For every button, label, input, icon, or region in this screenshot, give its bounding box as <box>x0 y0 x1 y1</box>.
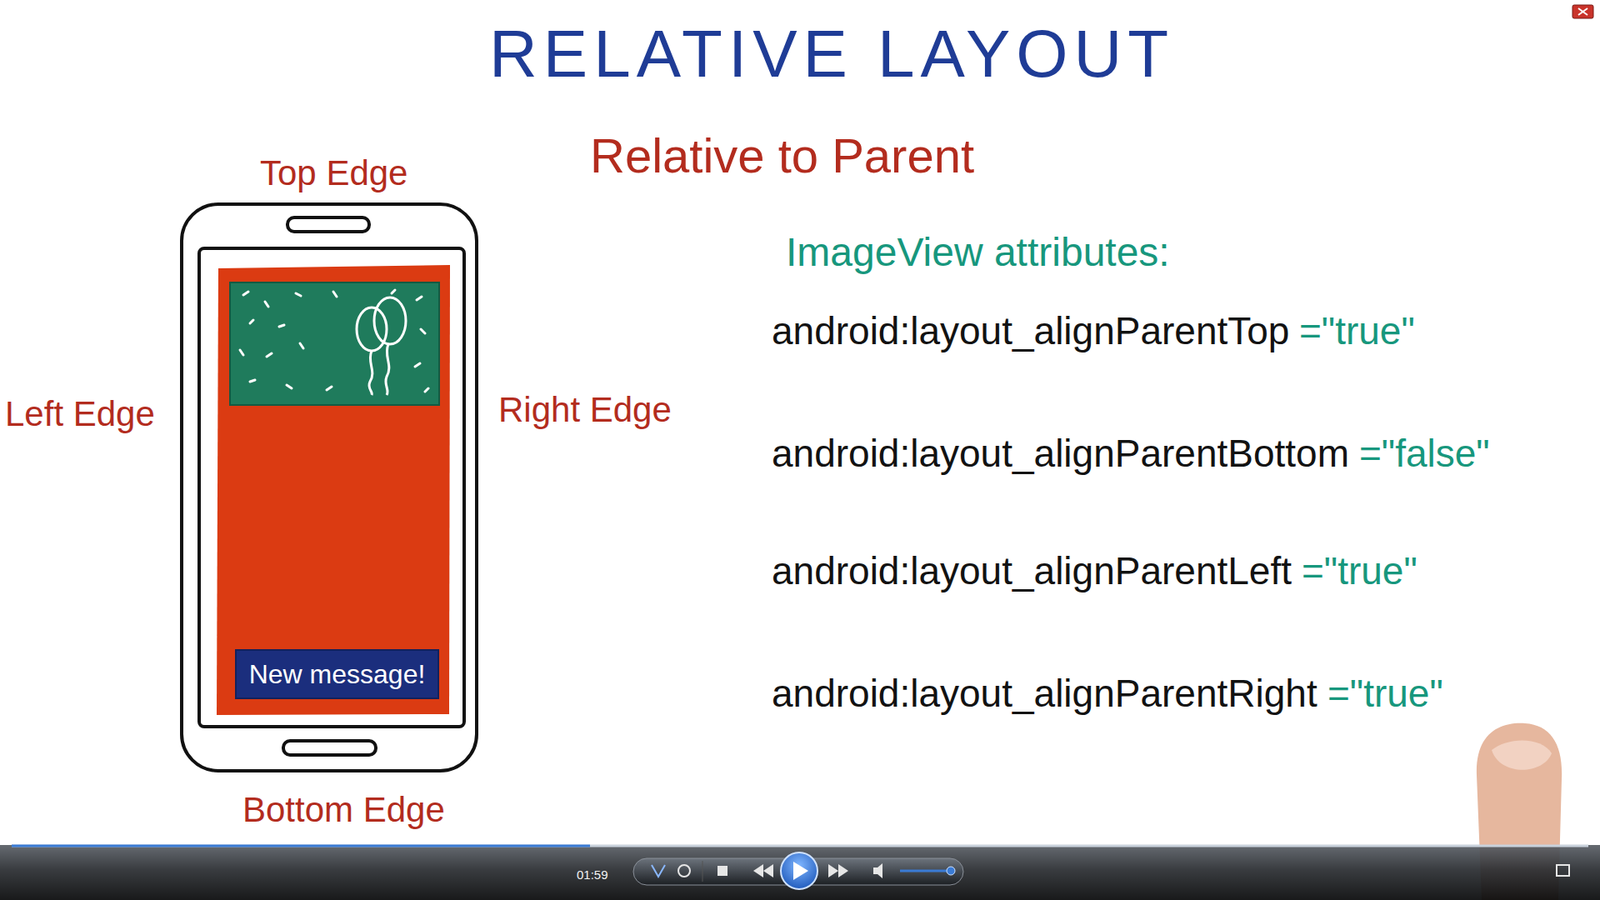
attribute-value: ="true" <box>1299 308 1415 355</box>
confetti-mark <box>391 290 395 294</box>
forward-icon <box>828 864 849 878</box>
confetti-mark <box>415 363 420 367</box>
notification-banner: New message! <box>235 649 440 700</box>
confetti-mark <box>286 385 292 389</box>
confetti-mark <box>295 293 301 296</box>
confetti-mark <box>266 353 272 357</box>
fullscreen-icon <box>1556 865 1570 876</box>
edge-label: Left Edge <box>5 393 155 435</box>
phone-body <box>181 204 477 771</box>
confetti <box>240 290 429 392</box>
repeat-icon <box>678 865 690 877</box>
phone-button <box>283 740 376 755</box>
rewind-icon <box>753 864 774 878</box>
phone-bezel <box>199 248 465 727</box>
confetti-mark <box>425 388 429 392</box>
balloon-string <box>385 344 390 395</box>
shuffle-icon <box>651 865 665 877</box>
balloon <box>374 297 406 345</box>
edge-label: Right Edge <box>498 389 672 431</box>
progress-fill <box>11 845 590 848</box>
attribute-value: ="false" <box>1359 430 1490 477</box>
progress-track <box>11 845 1589 848</box>
attribute-name: android:layout_alignParentLeft <box>771 548 1292 595</box>
balloon-string <box>369 350 373 395</box>
volume-fill <box>900 870 950 873</box>
attribute-value: ="true" <box>1327 670 1444 717</box>
confetti-mark <box>300 343 304 349</box>
volume-knob <box>946 866 955 875</box>
balloons <box>356 297 406 395</box>
confetti-mark <box>250 320 254 324</box>
confetti-mark <box>420 329 425 334</box>
balloon <box>356 307 387 351</box>
slide-title: RELATIVE LAYOUT <box>489 14 1175 95</box>
attribute-name: android:layout_alignParentTop <box>771 308 1290 355</box>
attribute-value: ="true" <box>1301 548 1418 595</box>
subtitle: Relative to Parent <box>590 126 975 185</box>
edge-label: Bottom Edge <box>242 789 445 831</box>
stop-icon <box>717 865 728 876</box>
confetti-mark <box>265 301 269 307</box>
confetti-mark <box>279 325 285 327</box>
attribute-name: android:layout_alignParentRight <box>771 670 1318 717</box>
close-icon <box>1578 8 1588 15</box>
confetti-mark <box>326 386 332 390</box>
fingernail <box>1491 740 1552 770</box>
attribute-name: android:layout_alignParentBottom <box>771 430 1350 477</box>
section-heading: ImageView attributes: <box>785 228 1170 277</box>
confetti-mark <box>250 380 255 382</box>
confetti-mark <box>243 291 249 295</box>
screen-background <box>216 265 450 715</box>
close-button <box>1572 5 1594 19</box>
phone-speaker <box>287 217 370 232</box>
confetti-mark <box>240 350 244 355</box>
confetti-mark <box>416 296 422 300</box>
volume-icon <box>873 863 883 879</box>
separator <box>702 860 704 882</box>
play-icon <box>793 861 809 880</box>
image-view <box>230 282 440 405</box>
play-button <box>780 852 818 890</box>
player-bar <box>0 845 1600 900</box>
banner-text: New message! <box>249 658 426 690</box>
confetti-mark <box>333 291 337 297</box>
edge-label: Top Edge <box>260 152 408 195</box>
time-display: 01:59 <box>576 867 609 883</box>
